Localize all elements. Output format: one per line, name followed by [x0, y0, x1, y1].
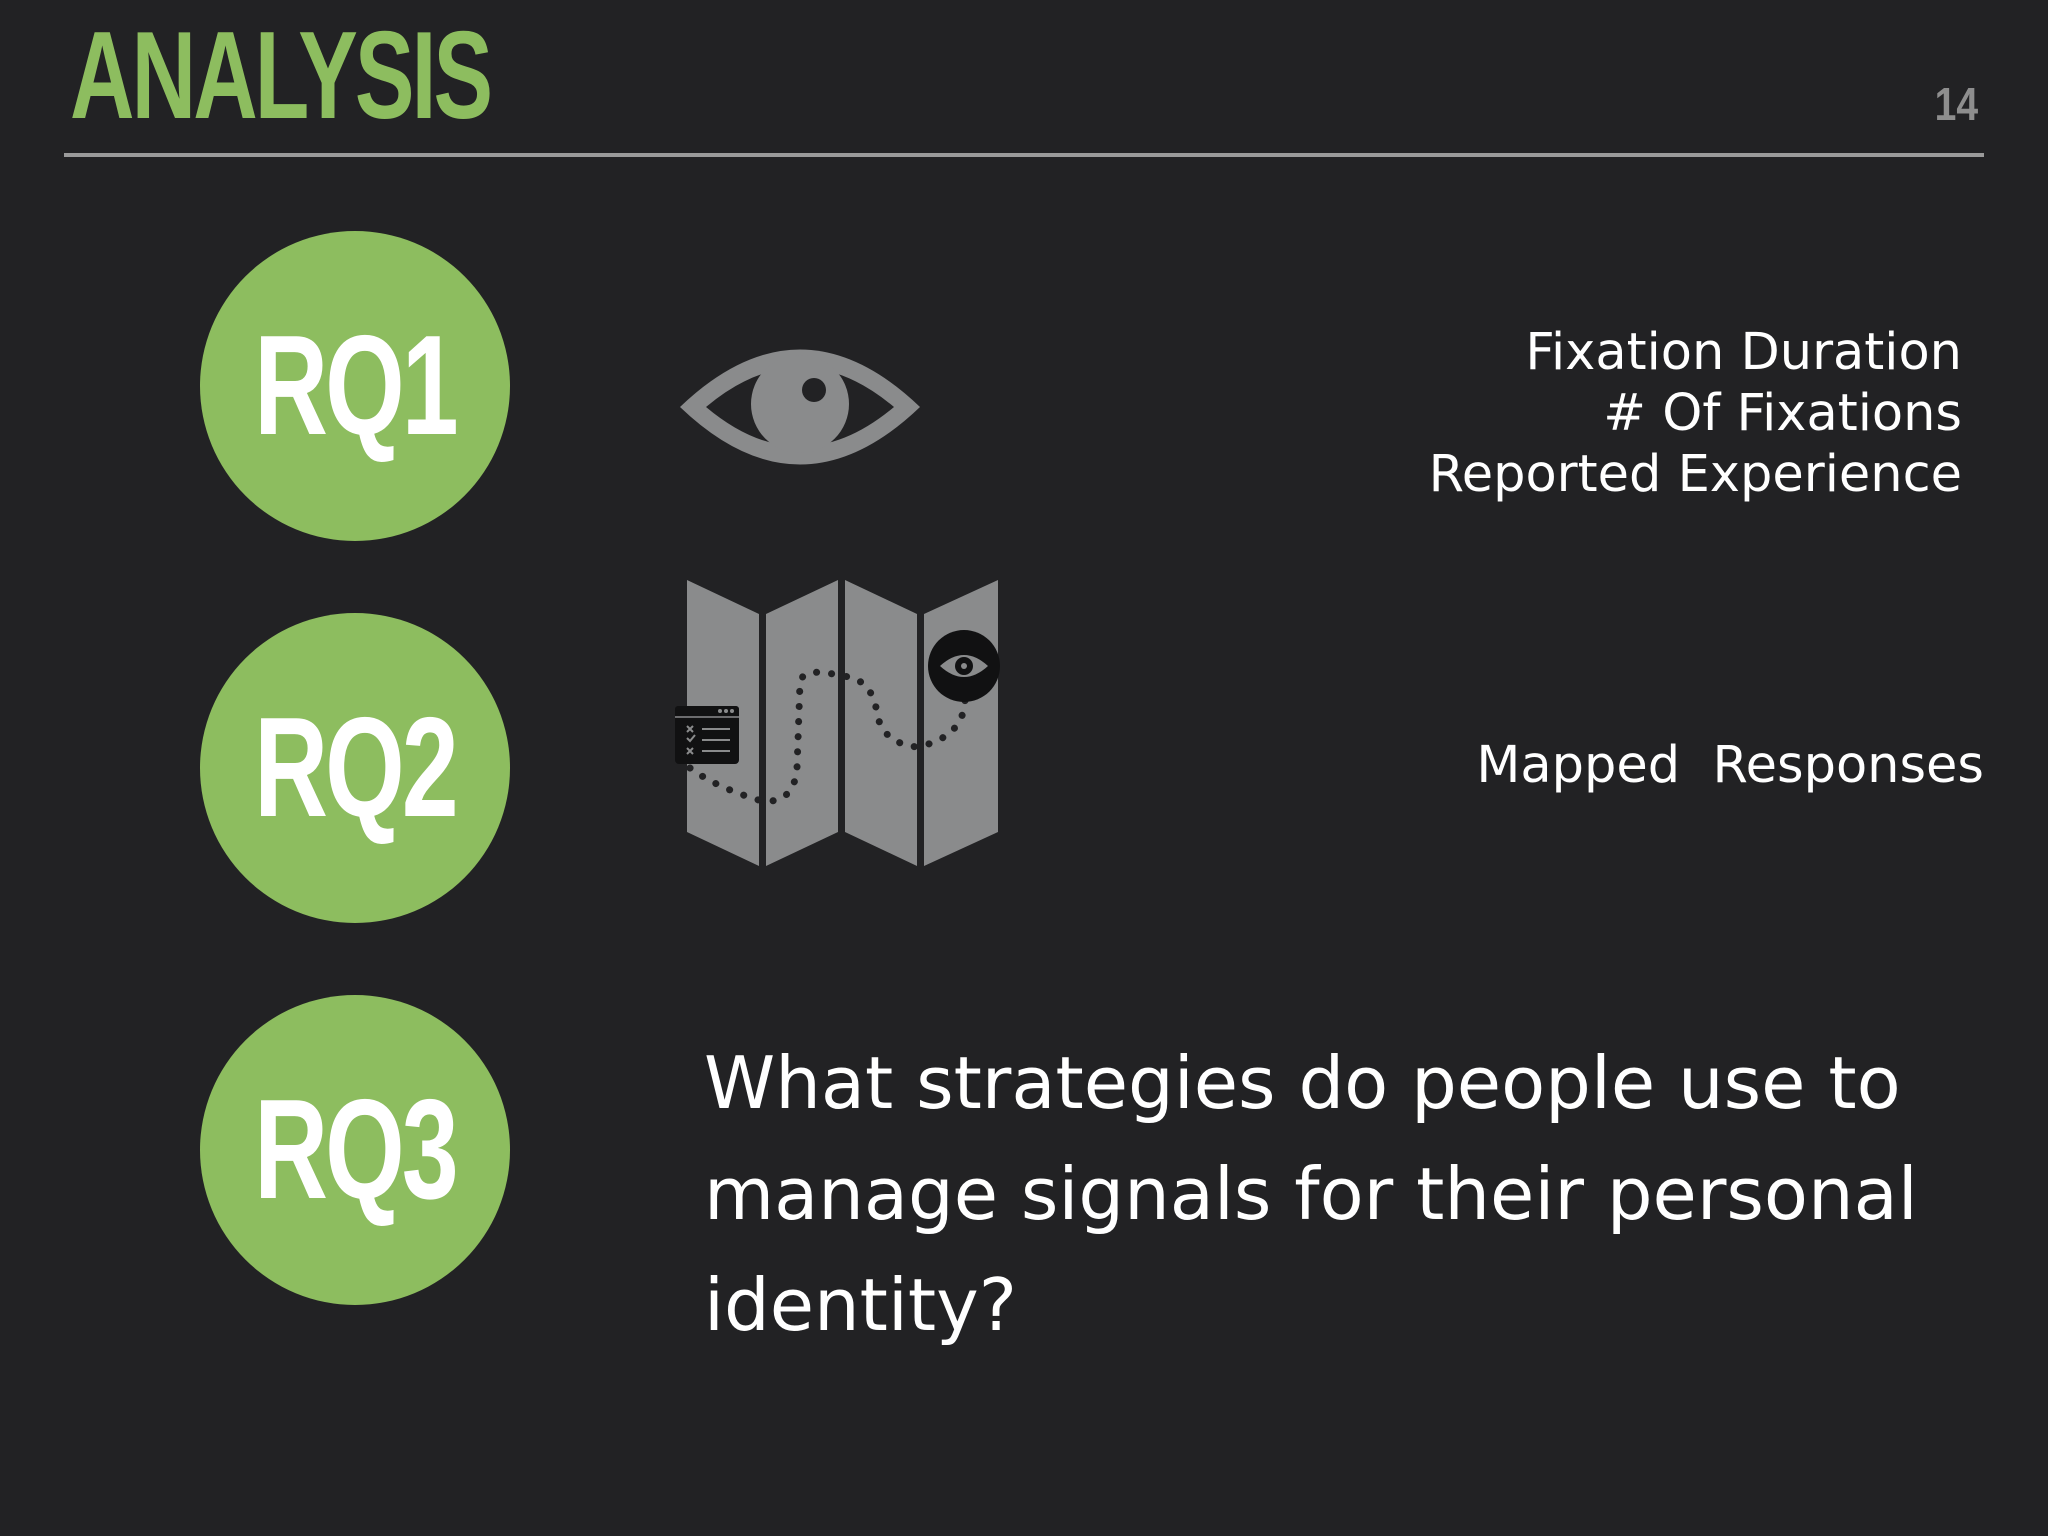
measure-mapped-responses: Mapped Responses: [1476, 736, 1984, 795]
page-number: 14: [1934, 78, 1978, 130]
title-divider: [64, 153, 1984, 157]
measure-number-of-fixations: # Of Fixations: [1603, 384, 1962, 443]
eye-icon: [680, 349, 920, 465]
rq3-question: What strategies do people use to manage …: [704, 1041, 1918, 1347]
rq3-circle: RQ3: [200, 995, 510, 1305]
rq3-label: RQ3: [254, 1070, 458, 1229]
measure-reported-experience: Reported Experience: [1428, 445, 1962, 504]
slide-title: ANALYSIS: [70, 7, 493, 145]
rq1-circle: RQ1: [200, 231, 510, 541]
folded-map-icon: [675, 580, 1000, 866]
rq2-circle: RQ2: [200, 613, 510, 923]
rq1-measures: Fixation Duration # Of Fixations Reporte…: [1429, 322, 1962, 505]
rq2-label: RQ2: [254, 688, 458, 847]
rq1-label: RQ1: [254, 306, 458, 465]
measure-fixation-duration: Fixation Duration: [1525, 323, 1962, 382]
